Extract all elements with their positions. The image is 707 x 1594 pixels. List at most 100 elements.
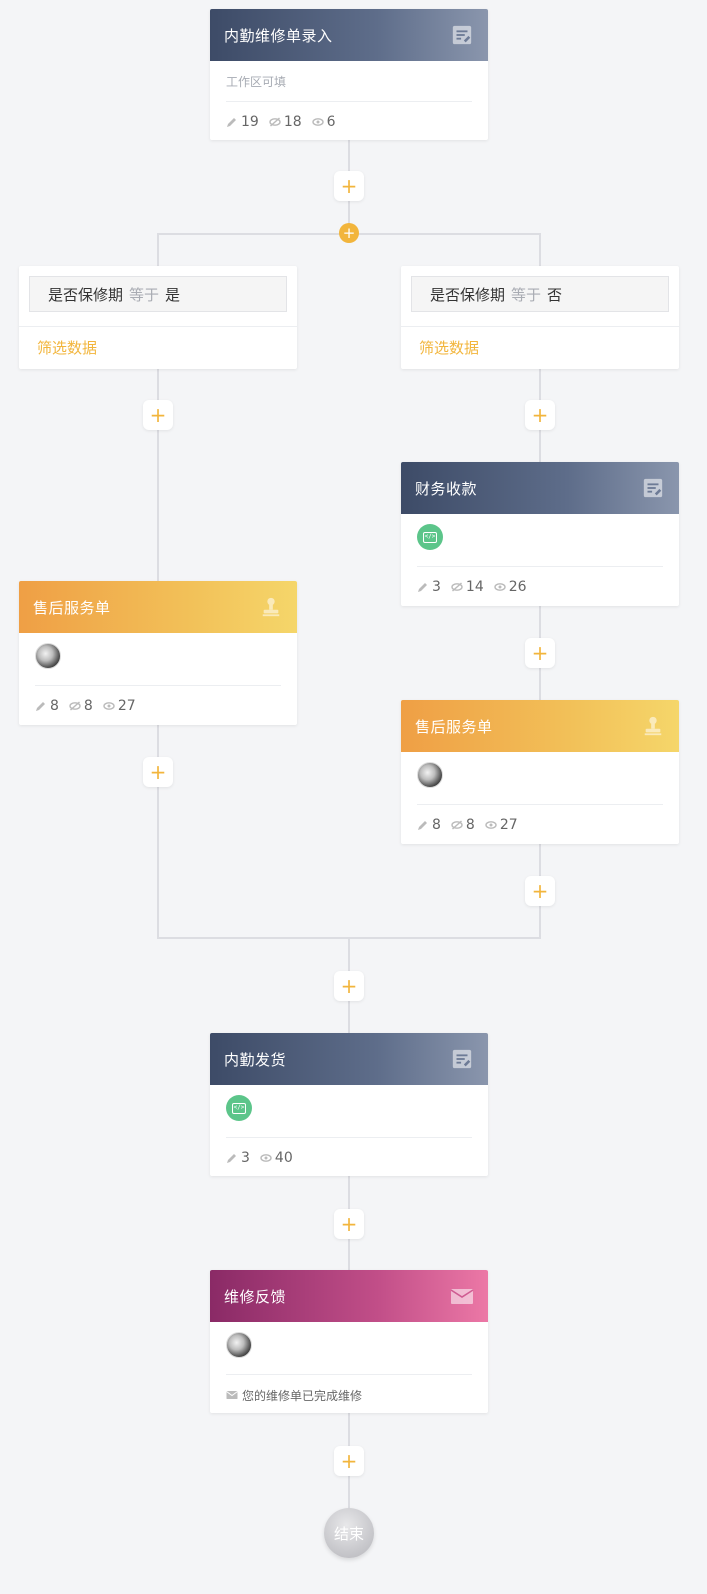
node-header: 维修反馈 (210, 1270, 488, 1322)
assignee-row: </> (417, 514, 663, 560)
eye-icon (260, 1154, 272, 1162)
stat-view: 27 (485, 817, 518, 833)
stamp-icon (641, 714, 665, 738)
node-header: 售后服务单 (401, 700, 679, 752)
node-stats: 8 8 27 (35, 686, 281, 725)
node-header: 内勤发货 (210, 1033, 488, 1085)
node-stats: 3 40 (226, 1138, 472, 1176)
divider (401, 326, 679, 327)
filter-data-link[interactable]: 筛选数据 (37, 338, 98, 357)
form-icon (450, 23, 474, 47)
condition-field: 是否保修期 (48, 285, 124, 304)
mail-icon (226, 1391, 238, 1399)
code-icon: </> (226, 1095, 252, 1121)
pencil-icon (227, 1154, 236, 1163)
stamp-icon (259, 595, 283, 619)
condition-box: 是否保修期 等于 是 (29, 276, 287, 312)
stat-edit: 8 (35, 698, 59, 714)
form-icon (641, 476, 665, 500)
add-node-button[interactable]: + (525, 876, 555, 906)
node-subtitle: 工作区可填 (226, 75, 287, 89)
filter-data-link[interactable]: 筛选数据 (419, 338, 480, 357)
pencil-icon (36, 702, 45, 711)
add-node-button[interactable]: + (525, 400, 555, 430)
divider (226, 1374, 472, 1375)
add-node-button[interactable]: + (525, 638, 555, 668)
add-node-button[interactable]: + (143, 400, 173, 430)
node-title: 售后服务单 (415, 717, 493, 736)
add-node-button[interactable]: + (334, 171, 364, 201)
eye-off-icon (69, 701, 81, 711)
eye-icon (494, 583, 506, 591)
eye-icon (311, 118, 324, 126)
node-header: 售后服务单 (19, 581, 297, 633)
assignee-row (35, 633, 281, 679)
node-feedback[interactable]: 维修反馈 您的维修单已完成维修 (210, 1270, 488, 1413)
eye-off-icon (451, 582, 463, 592)
eye-icon (103, 702, 115, 710)
eye-off-icon (269, 117, 281, 127)
add-node-button[interactable]: + (334, 971, 364, 1001)
avatar (35, 643, 61, 669)
divider (226, 1137, 472, 1138)
divider (417, 566, 663, 567)
node-title: 维修反馈 (224, 1287, 287, 1306)
eye-icon (485, 821, 497, 829)
pencil-icon (418, 821, 427, 830)
divider (226, 101, 472, 102)
mail-icon (450, 1284, 474, 1308)
add-branch-button[interactable]: + (339, 223, 359, 243)
condition-box: 是否保修期 等于 否 (411, 276, 669, 312)
condition-value: 是 (165, 285, 181, 304)
node-header: 财务收款 (401, 462, 679, 514)
stat-edit: 8 (417, 817, 441, 833)
assignee-row (226, 1322, 472, 1368)
node-title: 内勤发货 (224, 1050, 287, 1069)
node-service-left[interactable]: 售后服务单 8 8 27 (19, 581, 297, 725)
divider (19, 326, 297, 327)
stat-edit: 3 (417, 579, 441, 595)
branch-condition-left[interactable]: 是否保修期 等于 是 筛选数据 (19, 266, 297, 369)
node-header: 内勤维修单录入 (210, 9, 488, 61)
stat-hidden: 18 (269, 114, 302, 130)
stat-view: 27 (103, 698, 136, 714)
add-node-button[interactable]: + (143, 757, 173, 787)
stat-view: 26 (494, 579, 527, 595)
stat-edit: 3 (226, 1150, 250, 1166)
pencil-icon (227, 118, 236, 127)
stat-hidden: 14 (451, 579, 484, 595)
node-shipping[interactable]: 内勤发货 </> 3 40 (210, 1033, 488, 1176)
notification-message: 您的维修单已完成维修 (242, 1388, 363, 1403)
avatar (226, 1332, 252, 1358)
code-icon: </> (417, 524, 443, 550)
node-title: 内勤维修单录入 (224, 26, 333, 45)
condition-field: 是否保修期 (430, 285, 506, 304)
add-node-button[interactable]: + (334, 1446, 364, 1476)
node-title: 售后服务单 (33, 598, 111, 617)
node-entry[interactable]: 内勤维修单录入 工作区可填 19 18 6 (210, 9, 488, 140)
form-icon (450, 1047, 474, 1071)
assignee-row: </> (226, 1085, 472, 1131)
node-stats: 19 18 6 (226, 102, 472, 140)
condition-operator: 等于 (511, 285, 542, 304)
node-service-right[interactable]: 售后服务单 8 8 27 (401, 700, 679, 844)
stat-edit: 19 (226, 114, 259, 130)
eye-off-icon (451, 820, 463, 830)
stat-hidden: 8 (451, 817, 475, 833)
node-finance[interactable]: 财务收款 </> 3 14 26 (401, 462, 679, 606)
end-node[interactable]: 结束 (324, 1508, 374, 1558)
assignee-row (417, 752, 663, 798)
stat-view: 40 (260, 1150, 293, 1166)
stat-hidden: 8 (69, 698, 93, 714)
branch-condition-right[interactable]: 是否保修期 等于 否 筛选数据 (401, 266, 679, 369)
node-title: 财务收款 (415, 479, 478, 498)
add-node-button[interactable]: + (334, 1209, 364, 1239)
stat-view: 6 (311, 114, 336, 130)
node-stats: 3 14 26 (417, 567, 663, 606)
condition-value: 否 (547, 285, 563, 304)
divider (417, 804, 663, 805)
condition-operator: 等于 (129, 285, 160, 304)
node-stats: 8 8 27 (417, 805, 663, 844)
pencil-icon (418, 583, 427, 592)
